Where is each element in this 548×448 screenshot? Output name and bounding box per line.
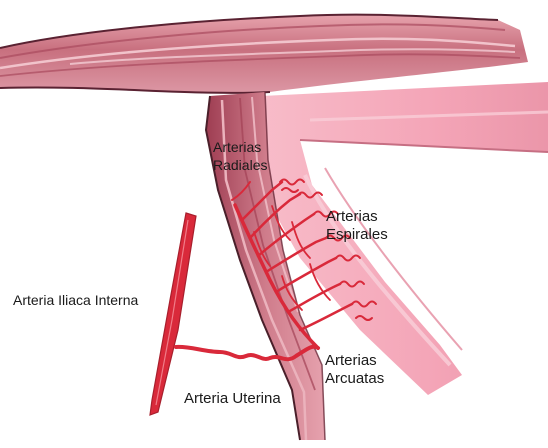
top-muscle-band: [0, 15, 528, 93]
label-arteria-iliaca-interna: Arteria Iliaca Interna: [13, 291, 138, 309]
label-arterias-radiales-line1: Arterias: [213, 138, 267, 156]
label-arterias-arcuatas-line1: Arterias: [325, 352, 384, 370]
label-arterias-radiales-line2: Radiales: [213, 156, 267, 174]
label-arterias-radiales: Arterias Radiales: [213, 138, 267, 174]
label-arterias-arcuatas: Arterias Arcuatas: [325, 352, 384, 388]
label-arterias-espirales-line1: Arterias: [326, 208, 388, 226]
label-arterias-espirales-line2: Espirales: [326, 226, 388, 244]
label-arteria-uterina: Arteria Uterina: [184, 390, 281, 408]
label-arterias-espirales: Arterias Espirales: [326, 208, 388, 244]
label-arterias-arcuatas-line2: Arcuatas: [325, 370, 384, 388]
